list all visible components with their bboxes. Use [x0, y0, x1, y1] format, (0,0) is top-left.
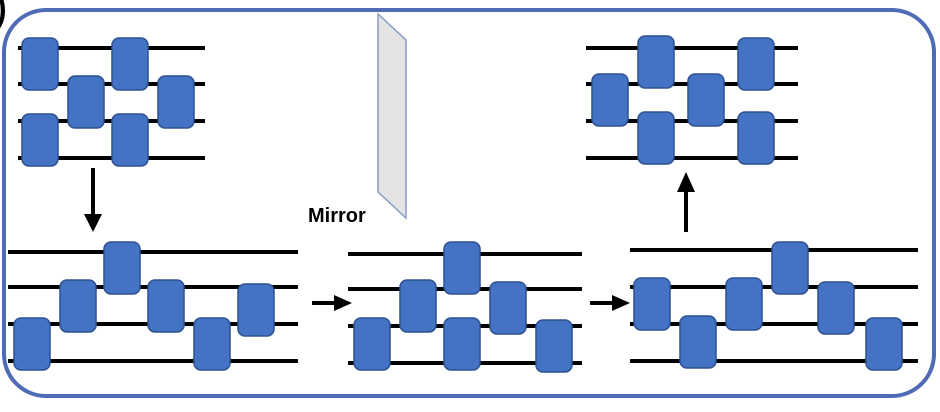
- gate-block: [637, 111, 675, 165]
- gate-block: [687, 73, 725, 127]
- gate-block: [737, 111, 775, 165]
- gate-block: [771, 241, 809, 295]
- gate-block: [67, 75, 105, 129]
- gate-block: [399, 279, 437, 333]
- gate-block: [21, 113, 59, 167]
- gate-block: [725, 277, 763, 331]
- down-arrow: [84, 168, 102, 232]
- gate-block: [737, 37, 775, 91]
- gate-block: [111, 113, 149, 167]
- up-arrow: [677, 172, 695, 232]
- circuits-layer: [8, 35, 918, 373]
- gate-block: [147, 279, 185, 333]
- mirror-plate: [377, 12, 407, 220]
- gate-block: [443, 317, 481, 371]
- gate-block: [13, 317, 51, 371]
- gate-block: [591, 73, 629, 127]
- right-arrow-2: [590, 295, 630, 311]
- circuit-expanded: [8, 241, 298, 371]
- gate-block: [535, 319, 573, 373]
- gate-block: [443, 241, 481, 295]
- panel-label: ): [0, 0, 8, 32]
- gate-block: [59, 279, 97, 333]
- gate-block: [103, 241, 141, 295]
- circuit-mirrored: [630, 241, 918, 371]
- gate-block: [865, 317, 903, 371]
- gate-block: [111, 37, 149, 91]
- circuit-result: [586, 35, 798, 165]
- circuit-reordered: [348, 241, 582, 373]
- mirror-label: Mirror: [308, 205, 366, 227]
- gate-block: [637, 35, 675, 89]
- gate-block: [489, 281, 527, 335]
- gate-block: [353, 317, 391, 371]
- right-arrow-1: [312, 295, 352, 311]
- panel-border: [2, 8, 936, 398]
- gate-block: [193, 317, 231, 371]
- gate-block: [21, 37, 59, 91]
- gate-block: [679, 315, 717, 369]
- gate-block: [237, 283, 275, 337]
- gate-block: [157, 75, 195, 129]
- gate-block: [633, 277, 671, 331]
- gate-block: [817, 281, 855, 335]
- circuit-original: [18, 37, 205, 167]
